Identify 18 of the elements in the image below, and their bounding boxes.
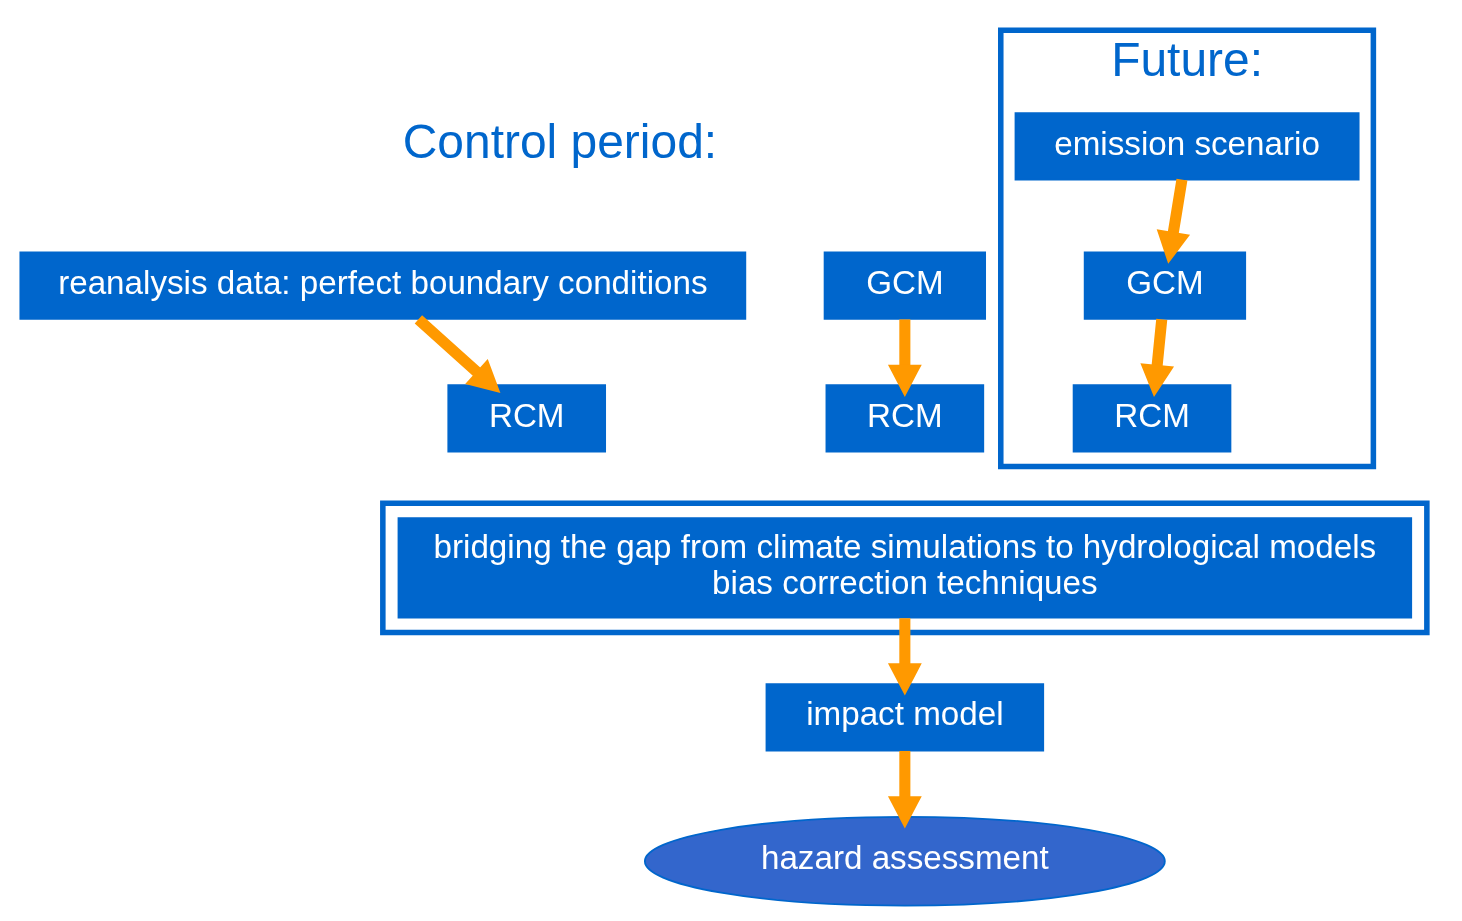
node-box: bridging the gap from climate simulations to hydrological models bias correction techniques: [397, 517, 1413, 619]
node-box: GCM: [1083, 251, 1247, 320]
cluster: [380, 500, 1430, 636]
node-box: emission scenario: [1014, 112, 1360, 181]
node-box: GCM: [823, 251, 986, 320]
arrow: [414, 315, 501, 393]
node-box: RCM: [447, 384, 607, 453]
node-box: impact model: [765, 683, 1045, 752]
node-box: RCM: [825, 384, 985, 453]
arrow: [1156, 178, 1191, 264]
node-box: RCM: [1072, 384, 1232, 453]
arrow: [887, 319, 922, 397]
node-ellipse: hazard assessment: [644, 815, 1166, 907]
arrow: [887, 618, 922, 696]
arrow: [887, 750, 922, 829]
label: Control period:: [402, 115, 718, 169]
node-box: reanalysis data: perfect boundary conditions: [19, 251, 747, 320]
arrow: [1140, 318, 1175, 397]
